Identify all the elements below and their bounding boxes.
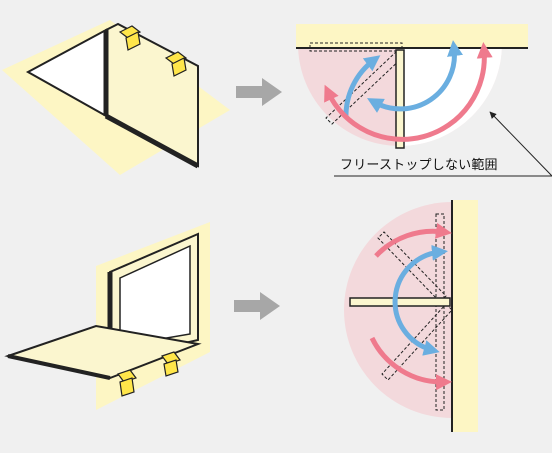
right-arrow-icon — [236, 78, 282, 106]
bottom-right-side-view — [344, 200, 478, 432]
right-arrow-icon — [234, 292, 280, 320]
hinge-icon — [164, 51, 188, 77]
free-stop-range-label: フリーストップしない範囲 — [340, 158, 498, 173]
top-left-perspective — [2, 20, 230, 175]
hinge-icon — [117, 369, 137, 397]
bottom-left-perspective — [4, 222, 210, 410]
hinge-icon — [118, 25, 142, 51]
top-right-plan-view — [296, 24, 552, 177]
hinge-icon — [161, 351, 181, 377]
